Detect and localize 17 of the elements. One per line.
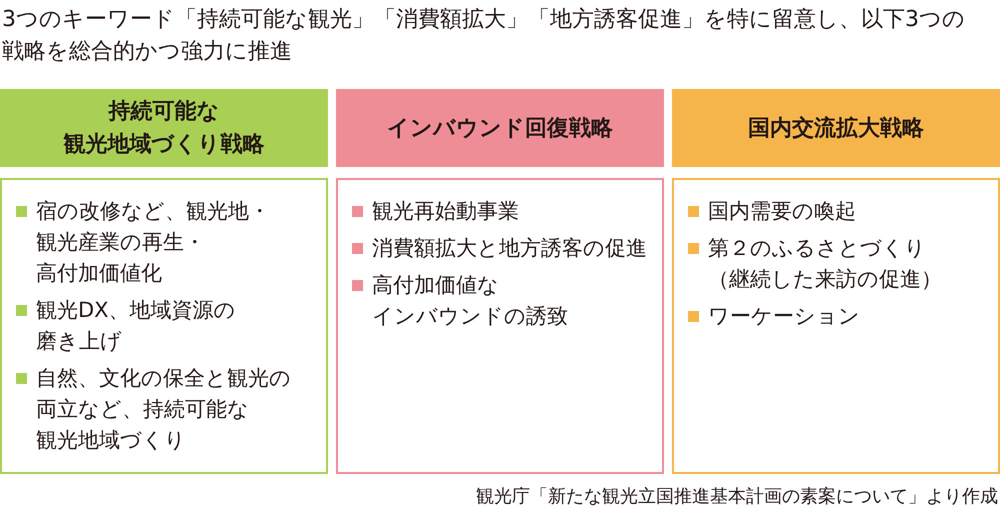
list-item: ワーケーション (708, 303, 860, 330)
list-item: 観光再始動事業 (372, 198, 519, 225)
list-item: 観光DX、地域資源の磨き上げ (36, 297, 237, 355)
list-item: 第２のふるさとづくり（継続した来訪の促進） (708, 235, 943, 293)
strategy-header: 持続可能な観光地域づくり戦略 (0, 89, 328, 167)
strategy-header: インバウンド回復戦略 (336, 89, 664, 167)
strategy-panel (672, 178, 1000, 474)
list-item: 国内需要の喚起 (708, 198, 856, 225)
list-item: 宿の改修など、観光地・観光産業の再生・高付加価値化 (36, 198, 271, 287)
strategy-header: 国内交流拡大戦略 (672, 89, 1000, 167)
list-item: 自然、文化の保全と観光の両立など、持続可能な観光地域づくり (36, 365, 292, 454)
title-text: 3つのキーワード「持続可能な観光」「消費額拡大」「地方誘客促進」を特に留意し、以下3つの戦略を総合的かつ強力に推進 (2, 6, 966, 66)
source-note: 観光庁「新たな観光立国推進基本計画の素案について」より作成 (476, 485, 998, 509)
list-item: 消費額拡大と地方誘客の促進 (372, 235, 647, 262)
list-item: 高付加価値なインバウンドの誘致 (372, 272, 569, 330)
strategy-panel (0, 178, 328, 474)
strategy-panel (336, 178, 664, 474)
